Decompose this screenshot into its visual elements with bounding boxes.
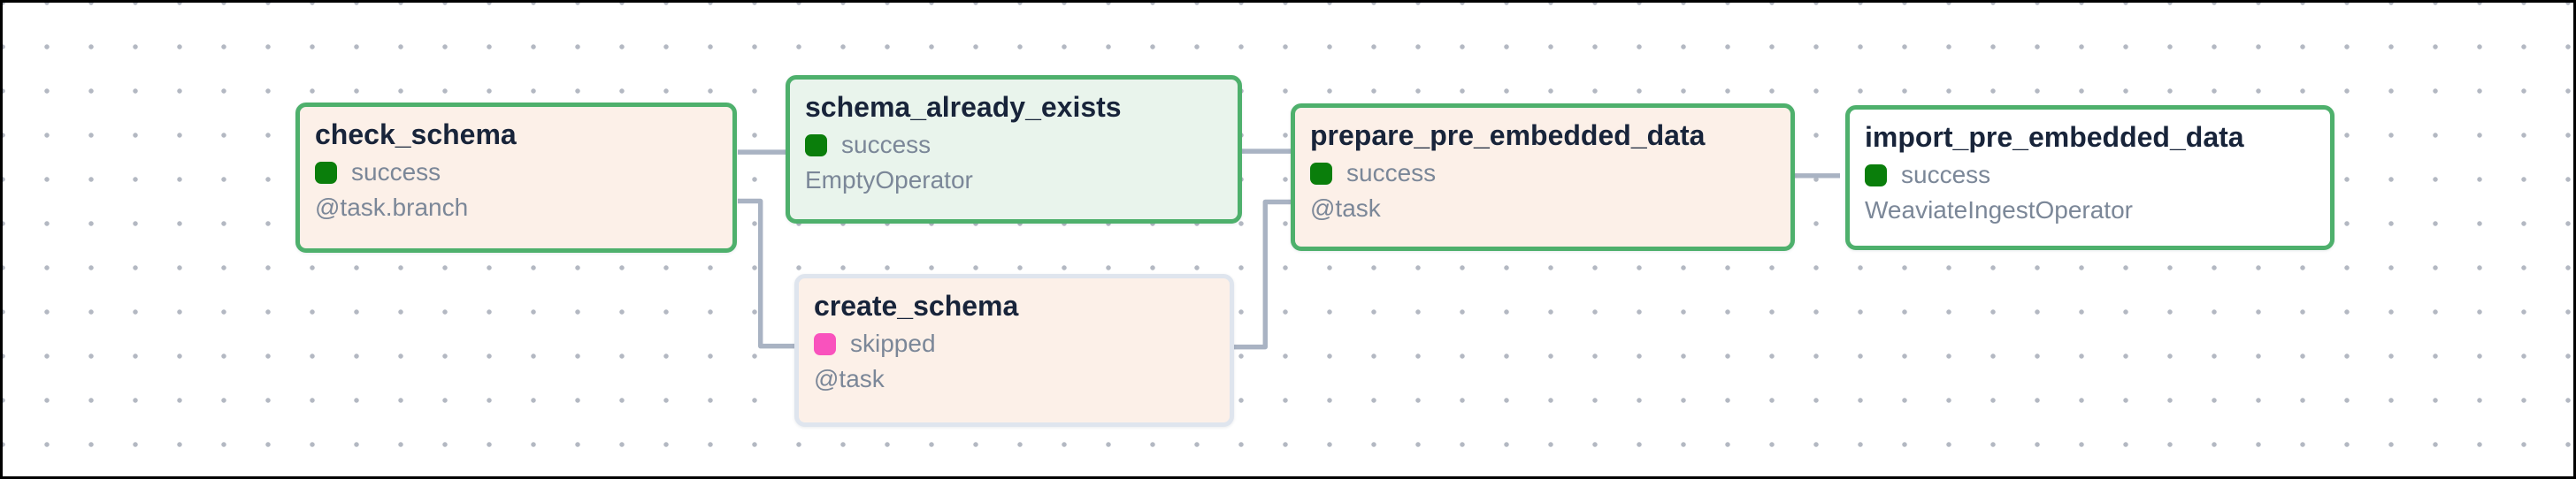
task-operator-row: @task xyxy=(1310,192,1775,225)
task-node-check_schema[interactable]: check_schema success @task.branch xyxy=(295,103,737,253)
task-operator-row: @task xyxy=(814,362,1215,396)
task-operator-label: @task xyxy=(814,365,885,392)
task-operator-row: EmptyOperator xyxy=(805,163,1223,197)
task-state-label: success xyxy=(1346,159,1437,186)
task-operator-row: WeaviateIngestOperator xyxy=(1865,194,2315,227)
task-name: check_schema xyxy=(315,118,517,150)
task-state-label: success xyxy=(1901,161,1991,188)
edge-check_schema-to-create_schema xyxy=(737,198,801,349)
task-state-row: success xyxy=(805,128,1223,162)
status-square-skipped-icon xyxy=(814,332,836,355)
edge-create_schema-to-prepare_pre_embedded_data xyxy=(1229,199,1292,350)
task-node-schema_already_exists[interactable]: schema_already_exists success EmptyOpera… xyxy=(786,75,1242,224)
task-state-label: success xyxy=(351,158,441,186)
dag-graph-canvas[interactable]: check_schema success @task.branch schema… xyxy=(3,3,2573,476)
task-operator-label: EmptyOperator xyxy=(805,166,973,194)
status-square-success-icon xyxy=(315,161,337,184)
task-state-row: success xyxy=(315,156,717,189)
task-operator-label: @task.branch xyxy=(315,194,469,221)
task-state-row: skipped xyxy=(814,327,1215,361)
task-node-import_pre_embedded_data[interactable]: import_pre_embedded_data success Weaviat… xyxy=(1845,105,2334,250)
task-state-row: success xyxy=(1865,158,2315,192)
task-node-create_schema[interactable]: create_schema skipped @task xyxy=(794,274,1234,427)
task-state-row: success xyxy=(1310,156,1775,190)
status-square-success-icon xyxy=(805,133,827,156)
task-operator-label: @task xyxy=(1310,194,1381,222)
task-name: schema_already_exists xyxy=(805,91,1122,123)
task-operator-label: WeaviateIngestOperator xyxy=(1865,196,2133,224)
task-state-label: success xyxy=(841,131,932,158)
task-name: create_schema xyxy=(814,290,1019,322)
status-square-success-icon xyxy=(1310,162,1332,185)
status-square-success-icon xyxy=(1865,163,1887,186)
task-name: import_pre_embedded_data xyxy=(1865,121,2244,153)
task-name: prepare_pre_embedded_data xyxy=(1310,119,1706,151)
task-state-label: skipped xyxy=(850,330,936,357)
task-node-prepare_pre_embedded_data[interactable]: prepare_pre_embedded_data success @task xyxy=(1291,103,1795,251)
task-operator-row: @task.branch xyxy=(315,191,717,224)
